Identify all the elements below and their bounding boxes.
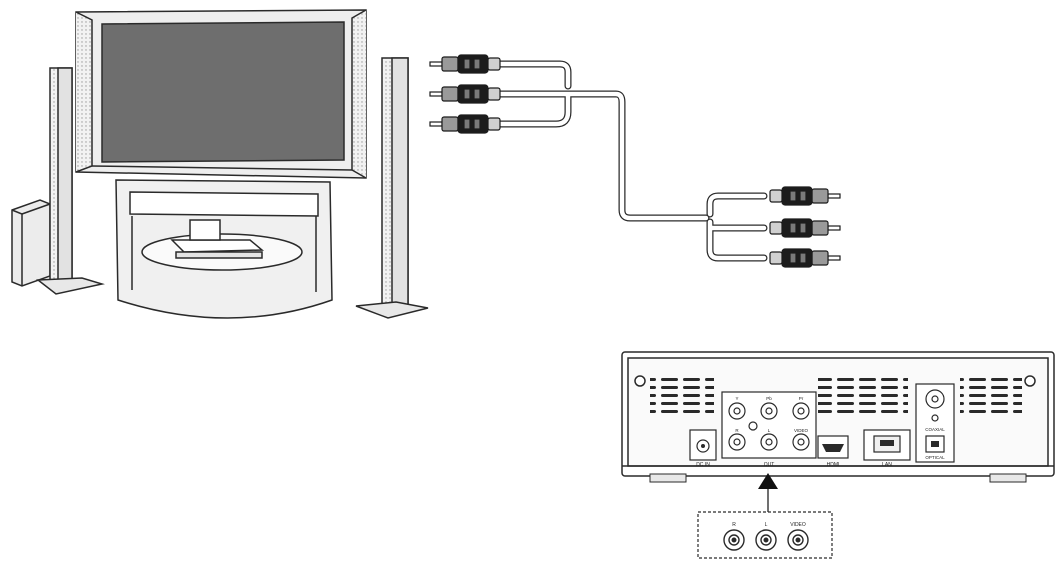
lan-label: LAN [882,462,892,468]
jack-label-video: VIDEO [794,428,809,433]
tv-stand [115,179,333,319]
subwoofer-icon [11,199,51,287]
lan-port [863,429,911,461]
tv-icon [75,9,367,179]
jack-label-pr: Pr [799,396,804,401]
media-player-icon [621,351,1055,483]
hdmi-label: HDMI [827,462,840,468]
rca-plugs-tv-end [429,54,501,134]
jack-label-pb: Pb [766,396,772,401]
rca-plug-icon [429,114,501,134]
inset-label-video: VIDEO [790,522,806,528]
jack-label-l: L [768,428,771,433]
optical-label: OPTICAL [925,455,945,460]
home-theater-setup [11,9,429,319]
rca-plug-icon [429,84,501,104]
left-speaker-icon [35,67,105,295]
rca-plug-icon [769,248,841,268]
inset-jack-detail: R L VIDEO [697,511,833,559]
rca-plug-icon [769,218,841,238]
coaxial-label: COAXIAL [925,427,945,432]
optical-port [925,435,945,453]
dc-in-label: DC IN [696,462,710,468]
rca-plug-icon [769,186,841,206]
rca-plug-icon [429,54,501,74]
dc-in-port [689,429,717,461]
inset-label-l: L [765,522,768,528]
out-label: OUT [764,462,775,468]
coaxial-port [925,389,945,422]
jack-label-r: R [735,428,739,433]
arrow-up-icon [758,473,778,512]
jack-label-y: Y [735,396,738,401]
rca-plugs-device-end [769,186,841,268]
media-player-on-shelf-icon [170,219,265,259]
device-labels: DC IN OUT HDMI LAN COAXIAL OPTICAL Y Pb … [696,396,945,468]
hdmi-port [817,435,849,459]
right-speaker-icon [355,57,429,319]
out-jacks [728,402,810,451]
inset-label-r: R [732,522,736,528]
rca-cable [496,60,768,262]
